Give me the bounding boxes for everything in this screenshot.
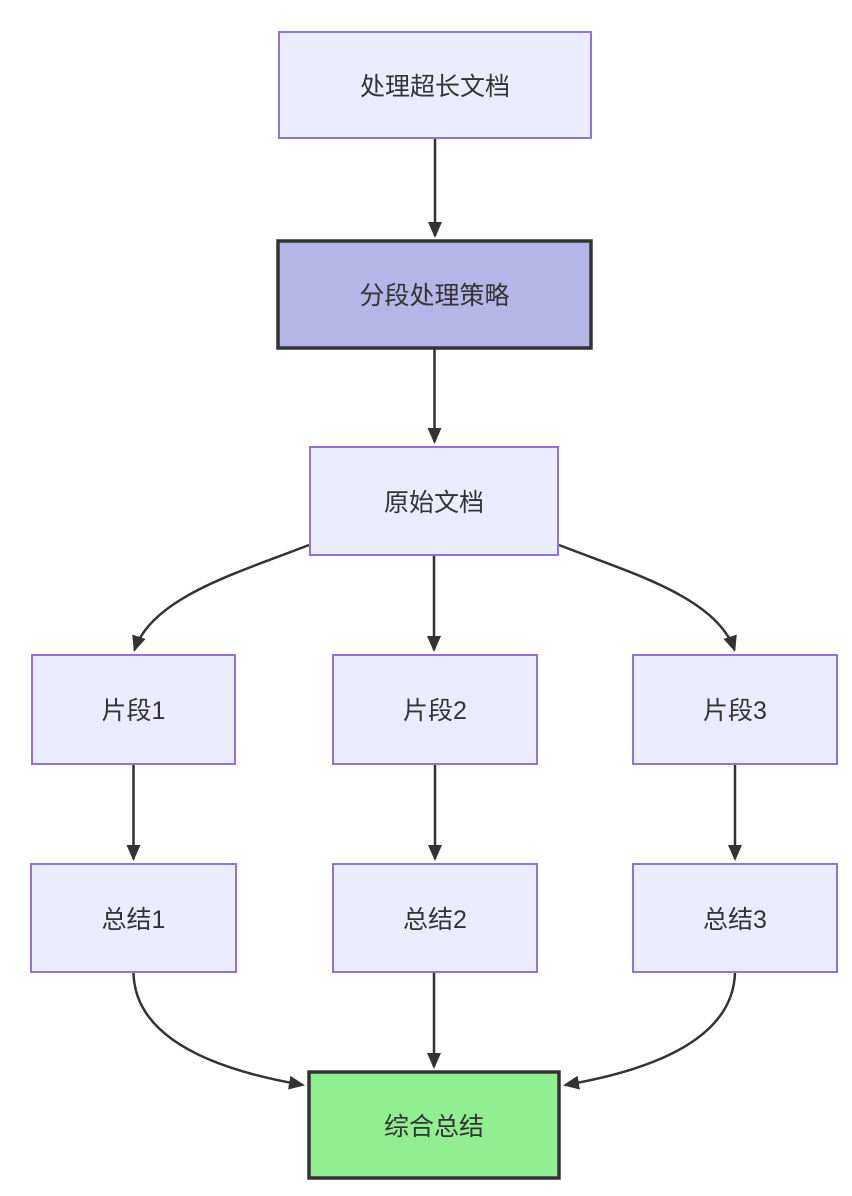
node-summary-3: 总结3 [632,863,838,973]
node-box [30,863,237,973]
node-label: 综合总结 [384,1113,484,1141]
edge-original-to-fragment-3 [558,543,737,652]
node-process-long-doc: 处理超长文档 [278,31,592,139]
edge-summary-3-to-final [563,971,737,1090]
node-box [309,446,559,556]
node-box [632,654,838,765]
node-box [332,863,538,973]
node-label: 总结3 [703,906,767,934]
node-box [307,1070,561,1180]
node-label: 片段3 [703,697,767,725]
node-box [276,239,593,350]
node-layer: 处理超长文档 分段处理策略 原始文档 片段1 片段2 片段3 [30,31,838,1180]
edge-original-to-fragment-1 [132,543,310,652]
node-label: 总结2 [403,906,467,934]
node-segmentation-strategy: 分段处理策略 [276,239,593,350]
node-label: 总结1 [102,906,166,934]
node-summary-2: 总结2 [332,863,538,973]
node-box [278,31,592,139]
node-fragment-1: 片段1 [31,654,236,765]
node-label: 片段2 [403,697,467,725]
node-original-document: 原始文档 [309,446,559,556]
node-fragment-3: 片段3 [632,654,838,765]
node-label: 片段1 [102,697,166,725]
node-box [332,654,538,765]
edge-summary-1-to-final [132,971,305,1090]
node-fragment-2: 片段2 [332,654,538,765]
node-label: 原始文档 [384,489,484,517]
node-label: 分段处理策略 [359,282,509,310]
node-box [31,654,236,765]
node-summary-1: 总结1 [30,863,237,973]
node-final-summary: 综合总结 [307,1070,561,1180]
edge-layer [126,139,742,1090]
node-label: 处理超长文档 [360,73,510,101]
node-box [632,863,838,973]
